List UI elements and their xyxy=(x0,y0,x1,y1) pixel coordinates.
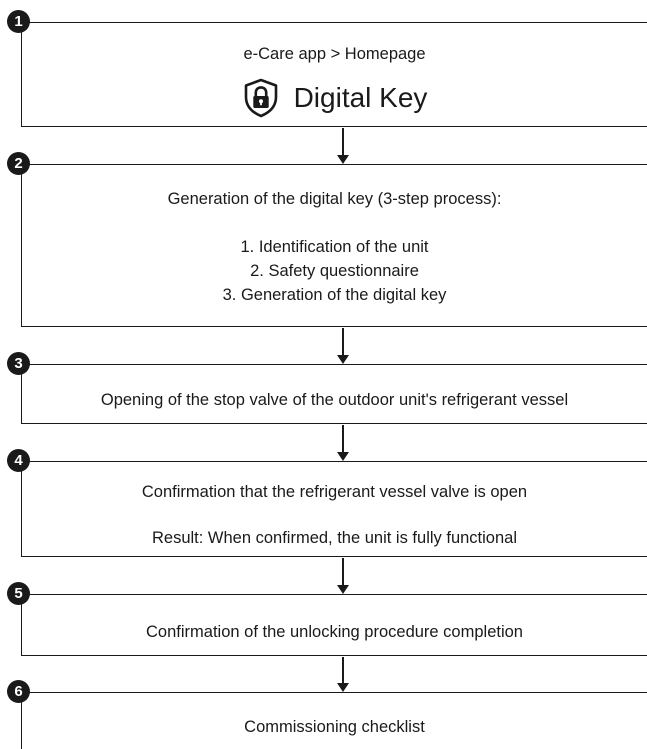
substep-item: 1. Identification of the unit xyxy=(240,238,429,256)
step-number-badge: 6 xyxy=(7,680,30,703)
substep-item: 2. Safety questionnaire xyxy=(250,262,419,280)
arrow-down-icon xyxy=(337,657,349,692)
arrow-down-icon xyxy=(337,558,349,594)
step-number-badge: 1 xyxy=(7,10,30,33)
substep-item: 3. Generation of the digital key xyxy=(222,286,447,304)
step-1: 1 e-Care app > Homepage Digital Key xyxy=(7,10,647,127)
step-4-result: Result: When confirmed, the unit is full… xyxy=(151,529,517,547)
step-number-badge: 2 xyxy=(7,152,30,175)
step-4-title: Confirmation that the refrigerant vessel… xyxy=(141,483,528,501)
digital-key-label-group: Digital Key xyxy=(22,78,647,118)
step-2: 2 Generation of the digital key (3-step … xyxy=(7,152,647,327)
step-number-badge: 4 xyxy=(7,449,30,472)
step-5-title: Confirmation of the unlocking procedure … xyxy=(146,623,523,641)
arrow-down-icon xyxy=(337,128,349,164)
digital-key-label: Digital Key xyxy=(293,82,428,113)
step-1-title: e-Care app > Homepage xyxy=(243,45,426,63)
step-4: 4 Confirmation that the refrigerant vess… xyxy=(7,449,647,557)
arrow-down-icon xyxy=(337,328,349,364)
step-6-title: Commissioning checklist xyxy=(244,718,425,736)
step-3-title: Opening of the stop valve of the outdoor… xyxy=(100,391,569,409)
step-6: 6 Commissioning checklist xyxy=(7,680,647,749)
shield-lock-icon xyxy=(244,78,277,118)
step-5: 5 Confirmation of the unlocking procedur… xyxy=(7,582,647,656)
step-number-badge: 5 xyxy=(7,582,30,605)
arrow-down-icon xyxy=(337,425,349,461)
step-number-badge: 3 xyxy=(7,352,30,375)
step-3: 3 Opening of the stop valve of the outdo… xyxy=(7,352,647,424)
step-2-title: Generation of the digital key (3-step pr… xyxy=(167,190,502,208)
